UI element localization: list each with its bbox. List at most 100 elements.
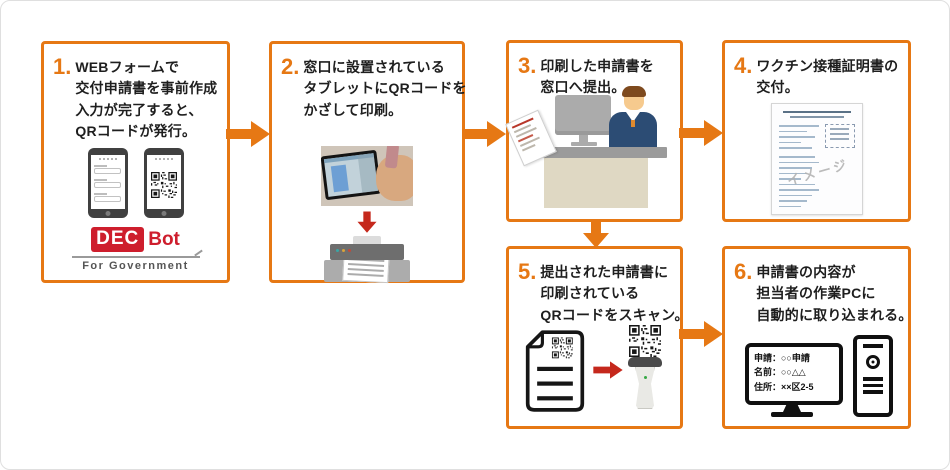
down-arrow-icon [356, 210, 378, 235]
step-2-text: 窓口に設置されている タブレットにQRコードを かざして印刷。 [303, 54, 466, 121]
clerk-collar [626, 112, 640, 122]
decor-line [779, 141, 801, 143]
decor-line [779, 189, 819, 191]
decor-line [779, 194, 812, 196]
flow-arrow-1-to-2 [226, 119, 270, 149]
smartphones-illustration [44, 148, 227, 218]
decor-line [863, 390, 883, 394]
flow-arrow-3-to-5 [581, 219, 611, 249]
decor-line [830, 133, 849, 135]
step-text-line: 入力が完了すると、 [75, 101, 203, 118]
photo-shadow [357, 153, 379, 193]
home-button [161, 211, 166, 216]
pc-screen-line: 住所：××区2-5 [754, 381, 814, 392]
monitor-neck [579, 135, 588, 143]
step-3-header: 3. 印刷した申請書を 窓口へ提出。 [518, 53, 671, 99]
decor-line [779, 125, 819, 127]
step-4-text: ワクチン接種証明書の 交付。 [756, 53, 898, 99]
decor-line [779, 147, 812, 149]
decor-line [779, 172, 807, 174]
decor-line [863, 377, 883, 381]
step-3-text: 印刷した申請書を 窓口へ提出。 [540, 53, 654, 99]
step-4-card: 4. ワクチン接種証明書の 交付。 [722, 40, 911, 222]
step-1-header: 1. WEBフォームで 交付申請書を事前作成 入力が完了すると、 QRコードが発… [53, 54, 218, 142]
form-field [94, 193, 121, 202]
step-1-text: WEBフォームで 交付申請書を事前作成 入力が完了すると、 QRコードが発行。 [75, 54, 217, 142]
decor-line [779, 156, 815, 158]
vaccination-certificate-icon: イメージ [771, 103, 863, 215]
flow-arrow-5-to-6 [679, 319, 723, 349]
monitor-base [571, 142, 597, 146]
step-text-line: 窓口へ提出。 [540, 79, 626, 96]
step-6-header: 6. 申請書の内容が 担当者の作業PCに 自動的に取り込まれる。 [734, 259, 912, 326]
pc-screen-line: 名前：○○△△ [754, 367, 806, 378]
logo-dec-badge: DEC [91, 227, 145, 252]
logo-bot-text: Bot [148, 228, 180, 250]
decor-line [863, 383, 883, 387]
pc-tower-icon [853, 335, 893, 417]
clerk-hair [622, 86, 646, 97]
qr-code-icon [629, 325, 661, 357]
power-button-icon [866, 355, 880, 369]
desk-monitor-icon [555, 95, 611, 135]
step-text-line: かざして印刷。 [303, 101, 403, 118]
step-2-card: 2. 窓口に設置されている タブレットにQRコードを かざして印刷。 [269, 41, 467, 284]
logo-tagline: For Government [82, 260, 189, 272]
decor-line [779, 200, 807, 202]
step-text-line: QRコードをスキャン。 [540, 306, 689, 323]
counter-front [544, 158, 648, 208]
form-field [94, 179, 121, 188]
pc-screen-line: 申請：○○申請 [754, 353, 810, 363]
speaker-dots [147, 155, 181, 160]
counter-top [525, 147, 667, 158]
monitor-neck [783, 405, 801, 412]
speaker-dots [91, 155, 125, 160]
step-text-line: 交付申請書を事前作成 [75, 80, 218, 97]
tower-drive-slot [863, 344, 883, 348]
decor-line [347, 273, 384, 277]
qr-document-icon [525, 330, 585, 412]
step-4-header: 4. ワクチン接種証明書の 交付。 [734, 53, 899, 99]
decor-line [347, 268, 384, 272]
certificate-subtitle-line [790, 116, 844, 118]
tablet-icon [321, 149, 382, 201]
step-text-line: ワクチン接種証明書の [756, 58, 899, 74]
step-text-line: 窓口に設置されている [303, 59, 445, 75]
step-3-card: 3. 印刷した申請書を 窓口へ提出。 [505, 40, 683, 222]
decor-line [830, 128, 849, 130]
logo-divider [71, 256, 200, 258]
step-text-line: 交付。 [756, 79, 799, 96]
logo-wordmark: DEC Bot [44, 227, 227, 252]
held-phone-icon [384, 146, 400, 169]
scanner-head [628, 357, 662, 367]
pc-monitor-icon: 申請：○○申請 名前：○○△△ 住所：××区2-5 [745, 343, 843, 405]
decor-line [779, 130, 807, 132]
step-6-text: 申請書の内容が 担当者の作業PCに 自動的に取り込まれる。 [756, 259, 912, 326]
phone-screen [146, 155, 181, 209]
dec-bot-logo: DEC Bot For Government [44, 227, 227, 272]
step-6-number: 6. [734, 259, 753, 284]
step-6-card: 6. 申請書の内容が 担当者の作業PCに 自動的に取り込まれる。 申請：○○申請… [722, 246, 912, 429]
flow-arrow-2-to-3 [461, 119, 507, 149]
decor-line [779, 167, 812, 169]
flow-arrow-3-to-4 [679, 118, 723, 148]
phone-webform-icon [87, 148, 128, 218]
certificate-title-line [783, 111, 851, 113]
printer-top [330, 244, 404, 260]
step-3-number: 3. [518, 53, 537, 78]
decor-line [779, 161, 819, 163]
step-text-line: WEBフォームで [75, 59, 180, 75]
certificate-field-lines [779, 125, 823, 153]
decor-line [779, 183, 815, 185]
step-text-line: 提出された申請書に [540, 264, 669, 280]
step-2-header: 2. 窓口に設置されている タブレットにQRコードを かざして印刷。 [281, 54, 467, 121]
step-text-line: 印刷した申請書を [540, 58, 654, 74]
step-text-line: 申請書の内容が [756, 264, 856, 280]
step-1-card: 1. WEBフォームで 交付申請書を事前作成 入力が完了すると、 QRコードが発… [41, 41, 230, 283]
home-button [105, 211, 110, 216]
printer-tray [353, 236, 381, 246]
step-5-text: 提出された申請書に 印刷されている QRコードをスキャン。 [540, 259, 688, 326]
form-field [94, 165, 121, 174]
decor-line [779, 136, 815, 138]
decor-line [830, 138, 849, 140]
